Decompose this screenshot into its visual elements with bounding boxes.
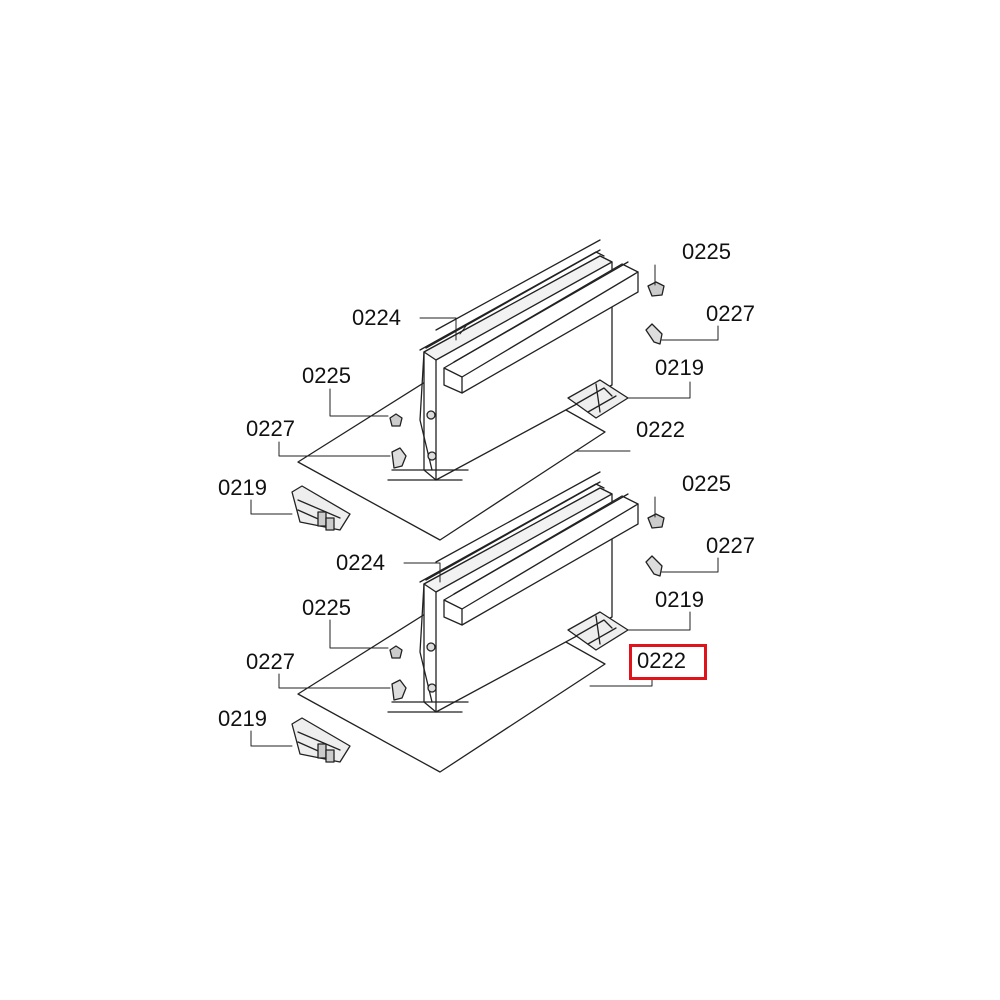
lower-label-hinge-pin-right[interactable]: 0227 bbox=[706, 533, 755, 558]
upper-leader-lines bbox=[250, 264, 719, 515]
lower-label-drawer-front[interactable]: 0224 bbox=[336, 550, 385, 575]
upper-label-hinge-left[interactable]: 0219 bbox=[218, 475, 267, 500]
lower-label-hinge-right[interactable]: 0219 bbox=[655, 587, 704, 612]
lower-hinge-cover-left bbox=[389, 645, 403, 659]
upper-label-hinge-pin-left[interactable]: 0227 bbox=[246, 416, 295, 441]
upper-label-hinge-cover-right[interactable]: 0225 bbox=[682, 239, 731, 264]
upper-assembly bbox=[250, 239, 719, 541]
lower-hinge-pin-left bbox=[387, 679, 469, 713]
lower-leader-lines bbox=[250, 496, 719, 747]
upper-hinge-pin-left bbox=[387, 447, 469, 481]
upper-label-drawer-panel[interactable]: 0222 bbox=[636, 417, 685, 442]
lower-label-hinge-cover-right[interactable]: 0225 bbox=[682, 471, 731, 496]
lower-hinge-left bbox=[291, 717, 351, 763]
lower-hinge-pin-right bbox=[645, 555, 663, 577]
lower-drawer-front bbox=[419, 471, 639, 713]
lower-label-hinge-left[interactable]: 0219 bbox=[218, 706, 267, 731]
upper-hinge-pin-right bbox=[645, 323, 663, 345]
lower-label-hinge-cover-left[interactable]: 0225 bbox=[302, 595, 351, 620]
upper-label-hinge-right[interactable]: 0219 bbox=[655, 355, 704, 380]
upper-hinge-cover-right bbox=[647, 281, 665, 297]
upper-hinge-left bbox=[291, 485, 351, 531]
upper-hinge-cover-left bbox=[389, 413, 403, 427]
upper-label-drawer-front[interactable]: 0224 bbox=[352, 305, 401, 330]
highlight-box bbox=[629, 644, 707, 680]
lower-label-hinge-pin-left[interactable]: 0227 bbox=[246, 649, 295, 674]
upper-label-hinge-cover-left[interactable]: 0225 bbox=[302, 363, 351, 388]
lower-hinge-cover-right bbox=[647, 513, 665, 529]
upper-drawer-front bbox=[419, 239, 639, 481]
lower-label-drawer-panel-highlighted[interactable]: 0222 bbox=[637, 648, 686, 673]
lower-assembly bbox=[250, 471, 719, 773]
upper-label-hinge-pin-right[interactable]: 0227 bbox=[706, 301, 755, 326]
upper-hinge-right bbox=[567, 379, 629, 419]
